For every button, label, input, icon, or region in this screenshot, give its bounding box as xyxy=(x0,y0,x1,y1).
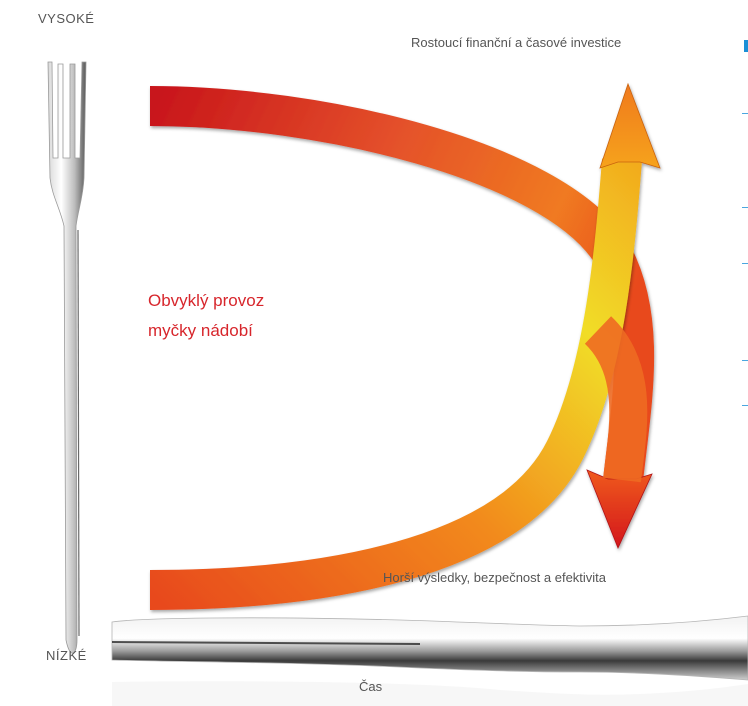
rising-investment-label: Rostoucí finanční a časové investice xyxy=(411,35,621,50)
edge-tick xyxy=(742,113,748,114)
edge-accent xyxy=(744,40,748,52)
falling-results-label: Horší výsledky, bezpečnost a efektivita xyxy=(383,570,606,585)
axis-high-label: VYSOKÉ xyxy=(38,11,94,26)
edge-tick xyxy=(742,263,748,264)
center-label-line2: myčky nádobí xyxy=(148,316,253,346)
axis-low-label: NÍZKÉ xyxy=(46,648,87,663)
center-label-line1: Obvyklý provoz xyxy=(148,286,264,316)
edge-tick xyxy=(742,360,748,361)
edge-tick xyxy=(742,207,748,208)
axis-time-label: Čas xyxy=(359,679,382,694)
edge-tick xyxy=(742,405,748,406)
knife-icon xyxy=(112,616,748,706)
fork-icon xyxy=(48,62,86,653)
